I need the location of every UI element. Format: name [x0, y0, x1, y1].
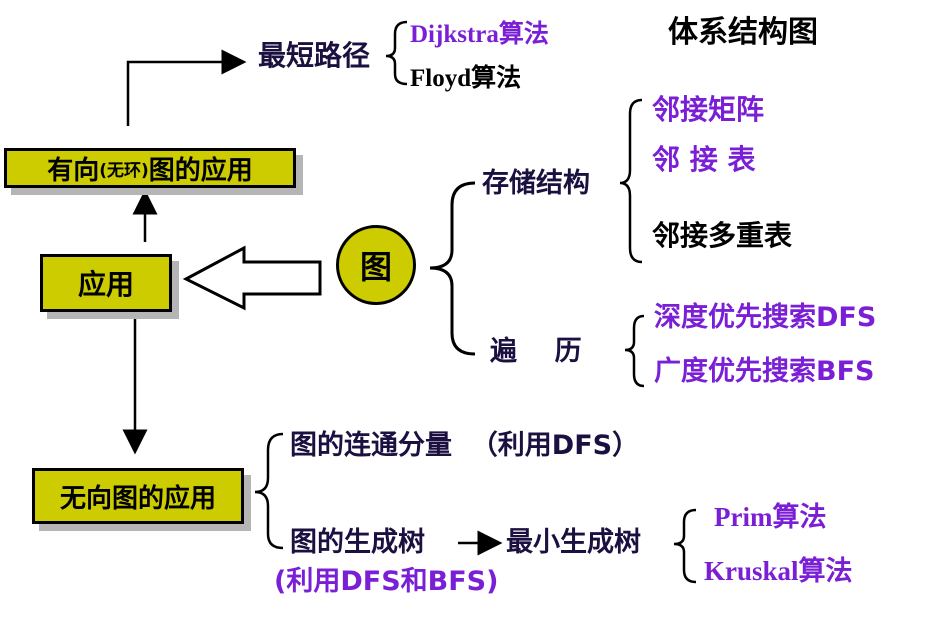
- mst-label: 最小生成树: [506, 527, 641, 558]
- directed-app-box: 有向(无环)图的应用: [4, 148, 296, 188]
- dijkstra-label: Dijkstra算法: [410, 21, 549, 48]
- adj-multilist-label: 邻接多重表: [652, 219, 793, 252]
- bfs-label: 广度优先搜索BFS: [654, 356, 875, 387]
- adj-matrix-label: 邻接矩阵: [652, 93, 765, 126]
- bracket-graph: [429, 181, 476, 356]
- application-box: 应用: [40, 254, 172, 312]
- diagram-title: 体系结构图: [668, 15, 818, 50]
- undirected-app-label: 无向图的应用: [59, 483, 216, 514]
- traversal-label: 遍 历: [490, 336, 582, 367]
- spanning-tree-note: (利用DFS和BFS): [274, 566, 499, 597]
- spanning-tree-label: 图的生成树: [290, 527, 425, 558]
- directed-app-prefix: 有向: [47, 155, 100, 186]
- shortest-path-label: 最短路径: [258, 39, 371, 72]
- storage-label: 存储结构: [482, 168, 590, 199]
- bracket-traversal: [624, 314, 645, 388]
- bracket-shortest-path: [385, 20, 408, 86]
- hollow-arrow: [182, 245, 322, 311]
- floyd-label: Floyd算法: [410, 65, 522, 92]
- bracket-mst: [673, 508, 697, 584]
- graph-node: 图: [336, 225, 416, 305]
- application-label: 应用: [77, 268, 134, 301]
- directed-app-suffix: 图的应用: [148, 155, 253, 186]
- bracket-undirected: [254, 432, 284, 550]
- arrow-to-shortest-path: [126, 49, 247, 126]
- dfs-label: 深度优先搜索DFS: [654, 302, 877, 333]
- kruskal-label: Kruskal算法: [704, 556, 853, 586]
- graph-label: 图: [359, 248, 392, 286]
- bracket-storage: [619, 98, 643, 264]
- undirected-app-box: 无向图的应用: [32, 468, 244, 524]
- prim-label: Prim算法: [714, 502, 827, 532]
- directed-app-acyclic: (无环): [99, 160, 149, 181]
- connected-components-label: 图的连通分量 （利用DFS）: [290, 430, 640, 461]
- adj-list-label: 邻 接 表: [652, 143, 756, 176]
